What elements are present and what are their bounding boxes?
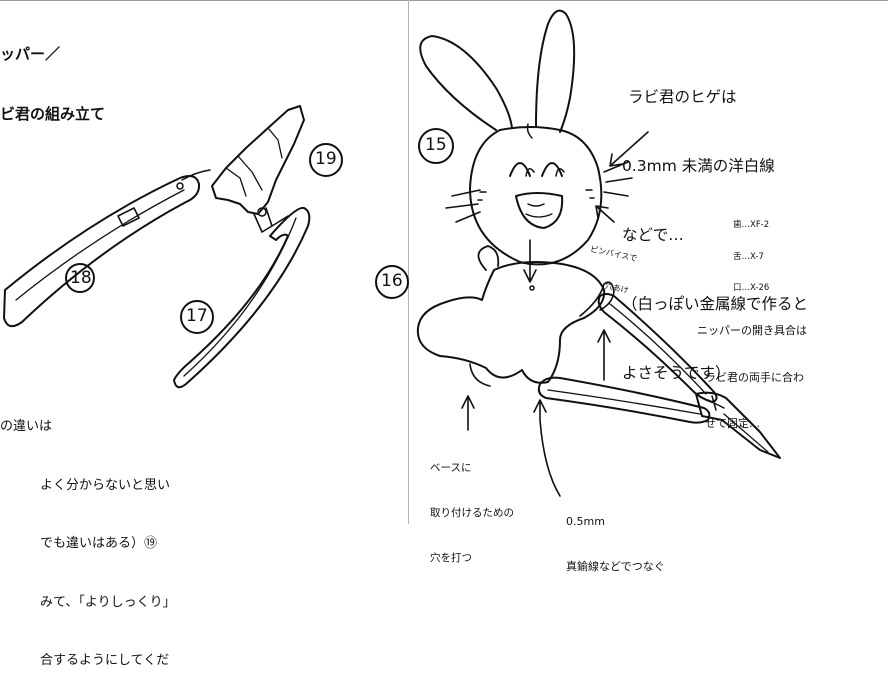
nipper-note-line: ラビ君の両手に合わ xyxy=(705,370,804,384)
part-number-16: 16 xyxy=(381,271,403,291)
nipper-open-arrow xyxy=(597,329,611,381)
left-note-line: みて、「よりしっくり」 xyxy=(40,594,176,610)
base-note: ベースに 取り付けるための 穴を打つ xyxy=(430,431,514,581)
left-note-line: よく分からないと思い xyxy=(40,477,171,493)
top-rule xyxy=(0,0,888,1)
line-art xyxy=(3,9,781,497)
paint-note-line: 口…X-26 xyxy=(733,283,770,293)
handle-slot xyxy=(117,207,140,227)
base-hole-arrow xyxy=(461,395,475,431)
whisker-lines-left xyxy=(445,189,481,223)
whisker-note-arrow xyxy=(609,131,649,167)
pinvise-note-line: 穴あけ xyxy=(604,281,630,296)
part-number-18: 18 xyxy=(70,268,92,288)
paint-note: 歯…XF-2 舌…X-7 口…X-26 xyxy=(733,199,769,304)
part-number-circle-19 xyxy=(309,143,343,177)
paint-note-line: 舌…X-7 xyxy=(733,251,764,262)
whisker-lines-right xyxy=(603,161,633,197)
page-divider xyxy=(408,0,409,524)
nipper-note: ニッパーの開き具合は ラビ君の両手に合わ せて固定… xyxy=(697,292,807,447)
nipper-note-line: ニッパーの開き具合は xyxy=(697,324,807,337)
part-number-19: 19 xyxy=(315,149,337,169)
rabbit-right-ear xyxy=(535,9,576,133)
whisker-note-line: などで… xyxy=(622,226,684,244)
title-line: ッパー／ xyxy=(0,45,61,63)
brass-note-line: 0.5mm xyxy=(566,515,605,528)
rabbit-body xyxy=(416,261,606,384)
part-number-circle-17 xyxy=(180,300,214,334)
nipper-head xyxy=(695,391,781,459)
left-note-line: 合するようにしてくだ xyxy=(40,653,170,668)
handle-pivot-hole xyxy=(176,182,184,190)
pinvise-arrow xyxy=(595,205,615,223)
nipper-note-line: せて固定… xyxy=(705,417,760,430)
whisker-note: ラビ君のヒゲは 0.3mm 未満の洋白線 などで… （白っぽい金属線で作ると よ… xyxy=(622,40,808,408)
paint-note-line: 歯…XF-2 xyxy=(733,220,770,230)
whisker-note-line: ラビ君のヒゲは xyxy=(628,88,737,106)
whisker-note-line: よさそうです） xyxy=(622,364,731,382)
left-note: の違いは よく分からないと思い でも違いはある）⑲ みて、「よりしっくり」 合す… xyxy=(0,378,176,690)
handle-part-18 xyxy=(3,175,201,328)
part-number-17: 17 xyxy=(186,306,208,326)
rabbit-mouth xyxy=(515,192,564,229)
left-note-line: の違いは xyxy=(0,419,53,434)
brass-wire-arrow xyxy=(533,399,561,497)
rabbit-eye-right xyxy=(541,162,563,177)
left-note-line: でも違いはある）⑲ xyxy=(40,536,158,551)
brass-note-line: 真鍮線などでつなぐ xyxy=(566,560,665,573)
whisker-note-line: （白っぽい金属線で作ると xyxy=(622,295,809,313)
nipper-lower-handle xyxy=(537,376,711,424)
part-number-circle-15 xyxy=(418,128,454,164)
pinvise-note-line: ピンバイスで xyxy=(589,244,638,264)
page-title: ッパー／ ビ君の組み立て xyxy=(0,4,105,144)
base-note-line: ベースに xyxy=(430,462,472,474)
rabbit-eye-left xyxy=(509,162,531,177)
part-number-circle-18 xyxy=(65,263,95,293)
rabbit-ear-nub xyxy=(477,245,500,271)
rabbit-head xyxy=(469,126,603,266)
whisker-note-line: 0.3mm 未満の洋白線 xyxy=(622,157,775,175)
jaw-part-19 xyxy=(211,105,305,215)
base-note-line: 取り付けるための xyxy=(430,507,514,519)
part-number-15: 15 xyxy=(425,135,447,155)
title-line: ビ君の組み立て xyxy=(0,105,106,123)
rabbit-left-ear xyxy=(419,35,513,131)
part-number-circle-16 xyxy=(375,265,409,299)
base-note-line: 穴を打つ xyxy=(430,552,472,564)
brass-note: 0.5mm 真鍮線などでつなぐ xyxy=(566,484,665,589)
